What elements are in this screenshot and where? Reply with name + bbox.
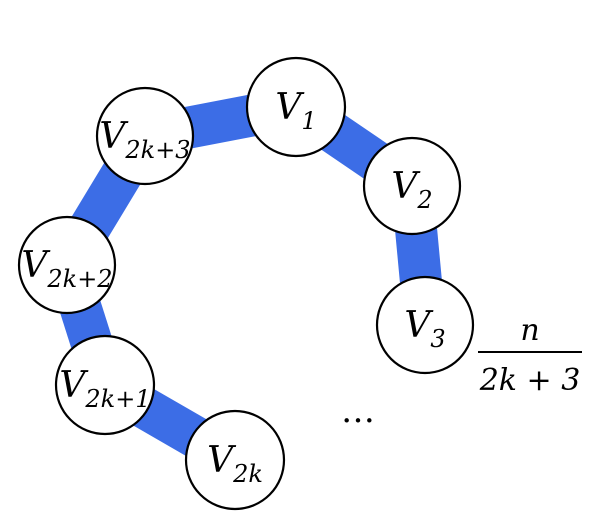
node-v2k3: V2k+3: [95, 86, 195, 186]
node-label: V2k: [207, 440, 263, 488]
ellipsis-label: …: [341, 391, 375, 431]
node-circle: [245, 56, 347, 158]
node-v2k2: V2k+2: [17, 215, 117, 315]
node-circle: [54, 334, 156, 436]
node-circle: [95, 86, 195, 186]
node-label: V3: [404, 305, 445, 353]
node-label: V2k+3: [99, 116, 190, 164]
node-label-subscript: 2: [416, 186, 432, 214]
node-label-subscript: 2k: [232, 460, 263, 488]
node-label-main: V: [21, 245, 51, 286]
node-circle: [375, 275, 475, 375]
node-label-subscript: 2k+3: [124, 136, 190, 164]
node-label-subscript: 1: [301, 107, 316, 135]
node-circle: [362, 136, 462, 236]
fraction-numerator: n: [520, 313, 539, 348]
node-v3: V3: [375, 275, 475, 375]
node-label: V2: [391, 166, 432, 214]
node-label-main: V: [59, 365, 89, 406]
fraction-denominator: 2k + 3: [479, 363, 581, 398]
node-v1: V1: [245, 56, 347, 158]
node-circle: [17, 215, 117, 315]
node-label-subscript: 2k+2: [46, 265, 112, 293]
node-label-main: V: [391, 166, 421, 207]
node-label-subscript: 2k+1: [84, 385, 150, 413]
node-label: V2k+2: [21, 245, 112, 293]
node-v2: V2: [362, 136, 462, 236]
node-label: V1: [275, 87, 316, 135]
node-label-main: V: [404, 305, 434, 346]
node-v2k1: V2k+1: [54, 334, 156, 436]
node-label-main: V: [99, 116, 129, 157]
node-label-main: V: [275, 87, 305, 128]
node-circle: [184, 409, 286, 511]
node-label: V2k+1: [59, 365, 150, 413]
node-label-subscript: 3: [430, 325, 445, 353]
fraction: n 2k + 3: [478, 313, 582, 398]
node-label-main: V: [207, 440, 237, 481]
node-v2k: V2k: [184, 409, 286, 511]
